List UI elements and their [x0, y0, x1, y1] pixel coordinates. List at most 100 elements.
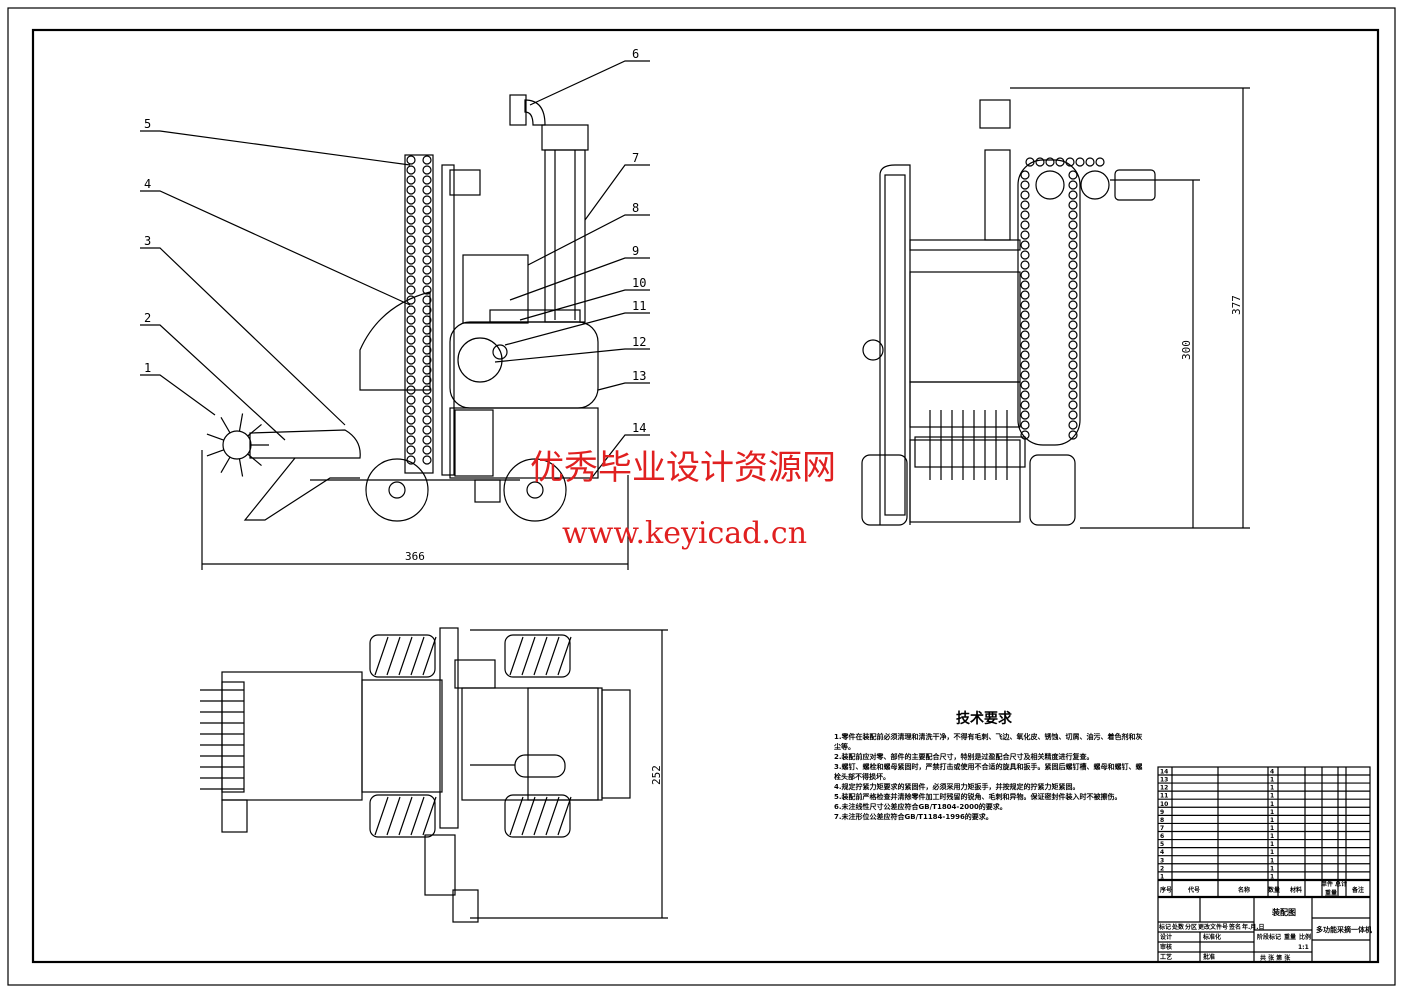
chain-link: [1068, 260, 1078, 270]
bom-row-qty: 1: [1270, 801, 1274, 808]
wheel-roller: [533, 796, 548, 836]
bom-header-qty: 数量: [1268, 886, 1280, 894]
chain-link: [406, 185, 416, 195]
balloon-number: 7: [632, 151, 639, 165]
wheel-roller: [422, 796, 437, 836]
chain-link: [422, 325, 432, 335]
chain-link: [1068, 350, 1078, 360]
bom-row-no: 3: [1160, 857, 1164, 864]
chain-link: [406, 415, 416, 425]
tb-scale-value: 1:1: [1298, 944, 1309, 951]
bom-row-no: 1: [1160, 873, 1164, 880]
chain-link: [406, 305, 416, 315]
chain-link: [406, 215, 416, 225]
chain-link: [1068, 370, 1078, 380]
req-item: 6.未注线性尺寸公差应符合GB/T1804-2000的要求。: [834, 803, 1007, 811]
chain-link: [422, 375, 432, 385]
bom-header-single: 单件: [1321, 880, 1333, 888]
chain-link: [1020, 200, 1030, 210]
chain-link: [1068, 220, 1078, 230]
chain-link: [406, 245, 416, 255]
chain-link: [1020, 300, 1030, 310]
tb-design: 设计: [1160, 933, 1172, 941]
chain-link: [1055, 157, 1065, 167]
chain-link: [422, 315, 432, 325]
chain-link: [1020, 420, 1030, 430]
chain-link: [1068, 340, 1078, 350]
chain-link: [422, 185, 432, 195]
chain-link: [1068, 330, 1078, 340]
req-item: 4.规定拧紧力矩要求的紧固件，必须采用力矩扳手，并按规定的拧紧力矩紧固。: [834, 783, 1080, 791]
brush-tine: [238, 413, 244, 432]
chain-link: [1020, 280, 1030, 290]
wheel-roller: [398, 636, 413, 676]
wheel-roller: [509, 636, 524, 676]
bom-header-total: 总计: [1335, 880, 1347, 888]
tb-sign: 签名: [1228, 923, 1241, 931]
bom-row-qty: 1: [1270, 793, 1274, 800]
chain-link: [1068, 300, 1078, 310]
bom-row-no: 8: [1160, 817, 1164, 824]
chain-link: [406, 435, 416, 445]
req-item: 5.装配前严格检查并清除零件加工时残留的锐角、毛刺和异物。保证密封件装入时不被擦…: [834, 793, 1122, 801]
top-view: 252: [200, 627, 668, 923]
chain-link: [1068, 190, 1078, 200]
chain-link: [1020, 340, 1030, 350]
tb-standard: 标准化: [1202, 933, 1221, 941]
chain-link: [406, 155, 416, 165]
chain-link: [406, 425, 416, 435]
balloon-number: 9: [632, 244, 639, 258]
chain-link: [422, 365, 432, 375]
balloon-number: 12: [632, 335, 646, 349]
tech-requirements-title: 技术要求: [956, 711, 1012, 727]
chain-link: [1020, 390, 1030, 400]
chain-link: [1020, 330, 1030, 340]
chain-link: [1035, 157, 1045, 167]
tb-zone: 分区: [1185, 923, 1197, 931]
wheel-roller: [545, 796, 560, 836]
drawing-title: 多功能采摘一体机: [1316, 925, 1372, 934]
balloon-number: 10: [632, 276, 646, 290]
wheel-roller: [521, 636, 536, 676]
wheel-roller: [410, 636, 425, 676]
bom-row-qty: 1: [1270, 849, 1274, 856]
chain-link: [422, 235, 432, 245]
chain-link: [1020, 210, 1030, 220]
chain-link: [406, 235, 416, 245]
chain-link: [1068, 310, 1078, 320]
chain-link: [422, 175, 432, 185]
chain-link: [406, 325, 416, 335]
req-item: 7.未注形位公差应符合GB/T1184-1996的要求。: [834, 813, 993, 821]
tb-scale: 比例: [1299, 933, 1311, 941]
chain-link: [422, 355, 432, 365]
balloon-number: 2: [144, 311, 151, 325]
bom-row-no: 2: [1160, 865, 1164, 872]
chain-link: [1068, 410, 1078, 420]
watermark-site-name: 优秀毕业设计资源网: [530, 448, 836, 488]
watermark-url: www.keyicad.cn: [562, 516, 808, 551]
title-block-material: 装配图: [1271, 907, 1296, 917]
bom-header-code: 代号: [1187, 886, 1200, 894]
side-view: 300 377: [861, 87, 1250, 529]
bom-row-qty: 1: [1270, 785, 1274, 792]
tb-sheets: 共 张 第 张: [1260, 954, 1291, 962]
chain-link: [1068, 270, 1078, 280]
bom-row-no: 4: [1160, 849, 1164, 856]
chain-link: [422, 265, 432, 275]
chain-link: [406, 175, 416, 185]
chain-link: [406, 395, 416, 405]
balloon-number: 13: [632, 369, 646, 383]
chain-link: [406, 225, 416, 235]
balloon-number: 6: [632, 47, 639, 61]
chain-link: [406, 285, 416, 295]
chain-link: [406, 355, 416, 365]
brush-tine: [206, 449, 225, 457]
brush-tine: [220, 456, 231, 474]
wheel-roller: [398, 796, 413, 836]
chain-link: [406, 375, 416, 385]
chain-link: [406, 275, 416, 285]
wheel-roller: [557, 636, 572, 676]
bom-row-qty: 1: [1270, 809, 1274, 816]
tb-date: 年.月.日: [1242, 923, 1265, 931]
